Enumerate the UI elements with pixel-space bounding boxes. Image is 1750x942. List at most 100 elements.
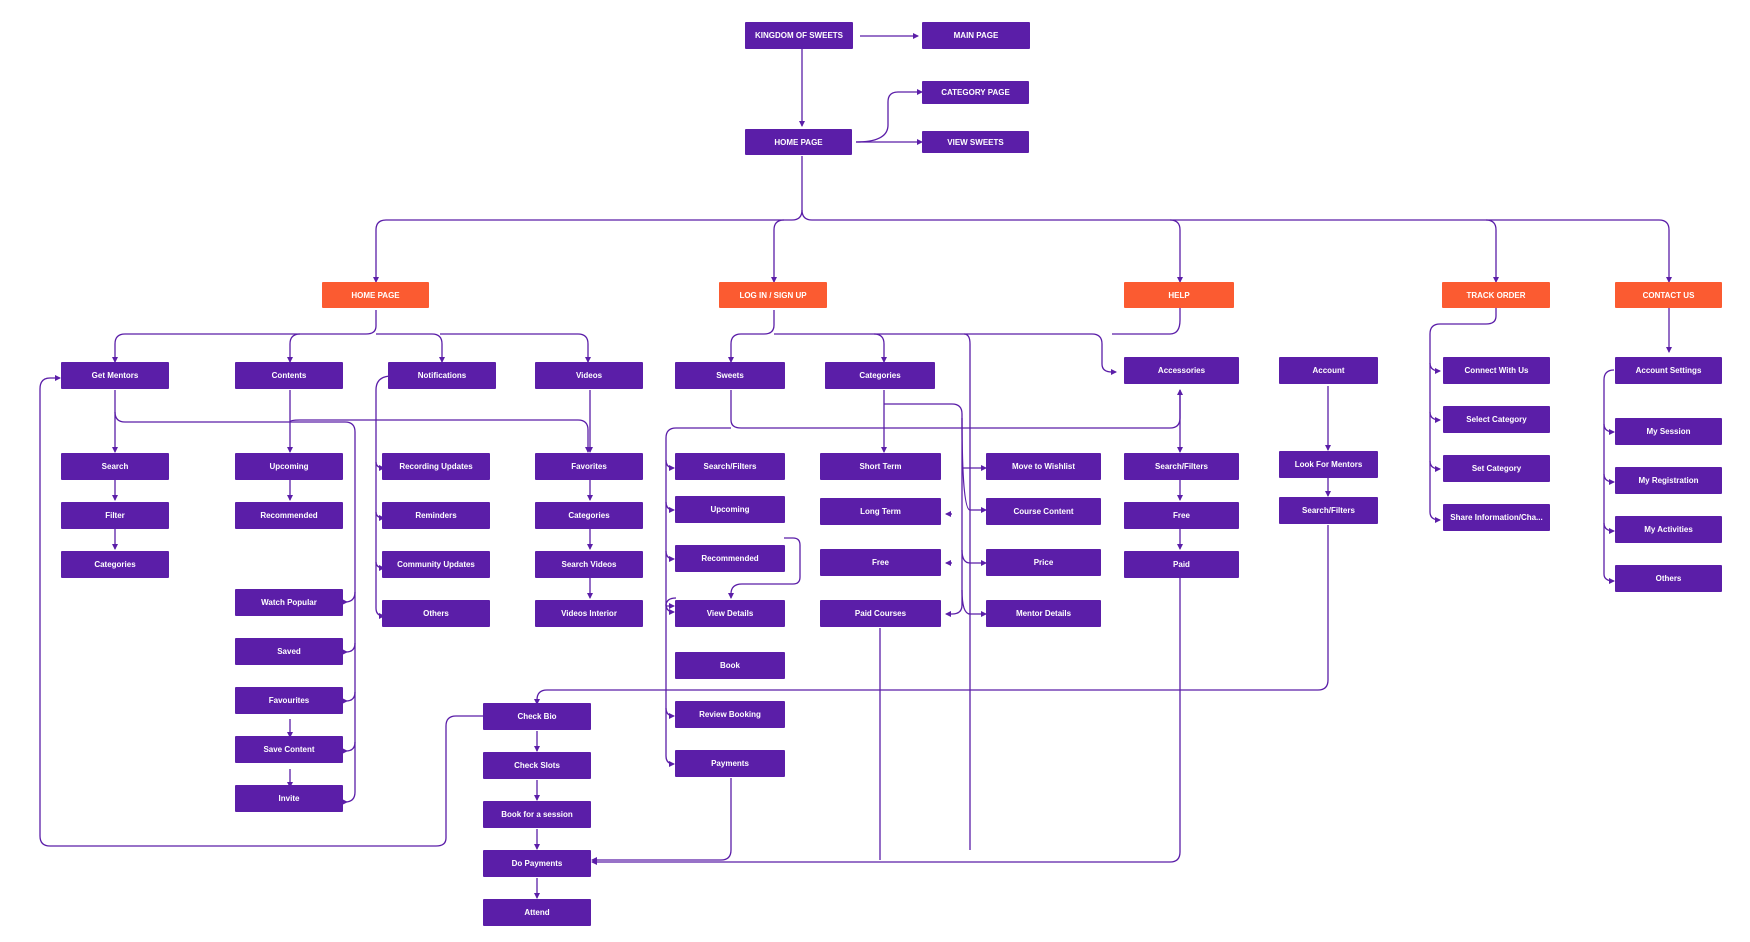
node-my-registration[interactable]: My Registration: [1615, 467, 1722, 494]
connector-bus-track: [1485, 219, 1499, 283]
node-search-filters-account[interactable]: Search/Filters: [1279, 497, 1378, 524]
connector-bracket-saved: [342, 592, 356, 805]
node-my-activities[interactable]: My Activities: [1615, 516, 1722, 543]
connector-login-categories: [774, 333, 887, 363]
node-contents[interactable]: Contents: [235, 362, 343, 389]
node-videos-interior[interactable]: Videos Interior: [535, 600, 643, 627]
node-check-slots[interactable]: Check Slots: [483, 752, 591, 779]
node-paid-courses[interactable]: Paid Courses: [820, 600, 941, 627]
connector-sweets-recommended: [665, 550, 675, 562]
node-view-sweets[interactable]: VIEW SWEETS: [922, 131, 1029, 153]
node-do-payments[interactable]: Do Payments: [483, 850, 591, 877]
node-others-notifications[interactable]: Others: [382, 600, 490, 627]
connector-bus-notifications: [376, 333, 445, 363]
node-book[interactable]: Book: [675, 652, 785, 679]
node-favourites[interactable]: Favourites: [235, 687, 343, 714]
connector-checkbio-mentors: [39, 375, 483, 847]
node-review-booking[interactable]: Review Booking: [675, 701, 785, 728]
node-attend[interactable]: Attend: [483, 899, 591, 926]
connector-contact-registration: [1603, 473, 1615, 485]
connector-bus-login: [771, 219, 785, 283]
node-categories-videos[interactable]: Categories: [535, 502, 643, 529]
connector-bracket-save-arrow: [342, 741, 356, 754]
section-home-page[interactable]: HOME PAGE: [322, 282, 429, 308]
node-look-for-mentors[interactable]: Look For Mentors: [1279, 451, 1378, 478]
node-check-bio[interactable]: Check Bio: [483, 703, 591, 730]
node-account[interactable]: Account: [1279, 357, 1378, 384]
node-watch-popular[interactable]: Watch Popular: [235, 589, 343, 616]
connector-account-search-check: [534, 525, 1329, 705]
node-share-information[interactable]: Share Information/Cha...: [1443, 504, 1550, 531]
node-paid-accessories[interactable]: Paid: [1124, 551, 1239, 578]
connector-bus-videos: [440, 333, 591, 363]
node-long-term[interactable]: Long Term: [820, 498, 941, 525]
connector-upcoming-view: [728, 537, 801, 599]
node-main-page[interactable]: MAIN PAGE: [922, 22, 1030, 49]
node-save-content[interactable]: Save Content: [235, 736, 343, 763]
node-short-term[interactable]: Short Term: [820, 453, 941, 480]
node-search-videos[interactable]: Search Videos: [535, 551, 643, 578]
node-payments[interactable]: Payments: [675, 750, 785, 777]
node-search-filters-accessories[interactable]: Search/Filters: [1124, 453, 1239, 480]
connector-sweets-view: [665, 603, 675, 615]
connector-acc-paid-do: [591, 578, 1181, 865]
node-category-page[interactable]: CATEGORY PAGE: [922, 81, 1029, 104]
section-contact-us[interactable]: CONTACT US: [1615, 282, 1722, 308]
connector-bracket-watch: [342, 591, 356, 605]
node-search-mentors[interactable]: Search: [61, 453, 169, 480]
section-login-signup[interactable]: LOG IN / SIGN UP: [719, 282, 827, 308]
node-get-mentors[interactable]: Get Mentors: [61, 362, 169, 389]
node-invite[interactable]: Invite: [235, 785, 343, 812]
node-course-content[interactable]: Course Content: [986, 498, 1101, 525]
node-community-updates[interactable]: Community Updates: [382, 551, 490, 578]
node-price[interactable]: Price: [986, 549, 1101, 576]
node-recording-updates[interactable]: Recording Updates: [382, 453, 490, 480]
node-free-accessories[interactable]: Free: [1124, 502, 1239, 529]
section-track-order[interactable]: TRACK ORDER: [1442, 282, 1550, 308]
node-recommended-sweets[interactable]: Recommended: [675, 545, 785, 572]
node-account-settings[interactable]: Account Settings: [1615, 357, 1722, 384]
node-connect-with-us[interactable]: Connect With Us: [1443, 357, 1550, 384]
node-videos[interactable]: Videos: [535, 362, 643, 389]
connector-track-connect: [1429, 362, 1441, 374]
node-book-for-session[interactable]: Book for a session: [483, 801, 591, 828]
connector-track-set: [1429, 460, 1441, 472]
node-categories-main[interactable]: Categories: [825, 362, 935, 389]
node-view-details[interactable]: View Details: [675, 600, 785, 627]
node-kingdom-of-sweets[interactable]: KINGDOM OF SWEETS: [745, 22, 853, 49]
node-recommended-contents[interactable]: Recommended: [235, 502, 343, 529]
node-my-session[interactable]: My Session: [1615, 418, 1722, 445]
node-upcoming-contents[interactable]: Upcoming: [235, 453, 343, 480]
node-select-category[interactable]: Select Category: [1443, 406, 1550, 433]
connector-bus-help: [1169, 219, 1183, 283]
node-sweets[interactable]: Sweets: [675, 362, 785, 389]
connector-contact-session: [1603, 423, 1615, 435]
connector-track-bus: [1429, 308, 1497, 523]
node-move-to-wishlist[interactable]: Move to Wishlist: [986, 453, 1101, 480]
node-reminders[interactable]: Reminders: [382, 502, 490, 529]
node-upcoming-sweets[interactable]: Upcoming: [675, 496, 785, 523]
node-accessories[interactable]: Accessories: [1124, 357, 1239, 384]
connector-home-category: [855, 89, 923, 143]
node-others-contact[interactable]: Others: [1615, 565, 1722, 592]
connector-bus-right: [801, 209, 1672, 283]
connector-price-bracket: [961, 417, 987, 513]
node-categories-mentors[interactable]: Categories: [61, 551, 169, 578]
node-filter[interactable]: Filter: [61, 502, 169, 529]
connector-categories-right: [884, 403, 963, 617]
node-notifications[interactable]: Notifications: [388, 362, 496, 389]
node-set-category[interactable]: Set Category: [1443, 455, 1550, 482]
node-saved[interactable]: Saved: [235, 638, 343, 665]
node-free-categories[interactable]: Free: [820, 549, 941, 576]
section-help[interactable]: HELP: [1124, 282, 1234, 308]
connector-login-bus-long: [963, 333, 971, 850]
node-home-page-top[interactable]: HOME PAGE: [745, 129, 852, 155]
connector-recommended-view: [665, 597, 677, 609]
node-search-filters-sweets[interactable]: Search/Filters: [675, 453, 785, 480]
connector-sweets-left: [665, 427, 731, 767]
node-mentor-details[interactable]: Mentor Details: [986, 600, 1101, 627]
node-favorites[interactable]: Favorites: [535, 453, 643, 480]
connector-payments-do: [591, 778, 732, 863]
